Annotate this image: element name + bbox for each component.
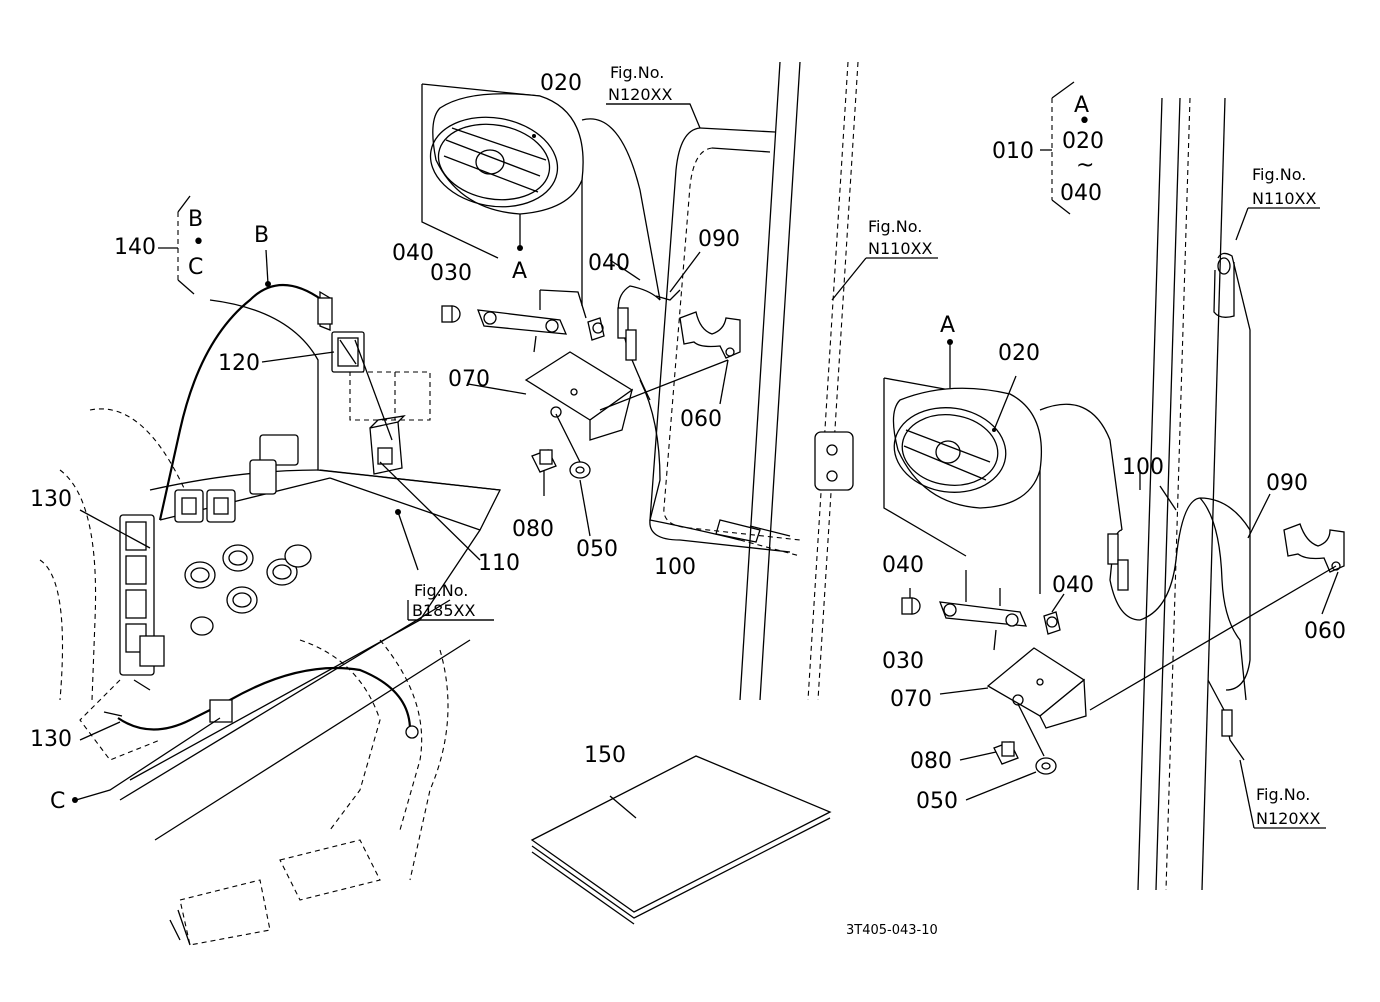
label-130-top: 130 [30, 487, 72, 512]
fig-label-n120-top: Fig.No. [610, 63, 664, 82]
label-090-top: 090 [698, 227, 740, 252]
label-100-right: 100 [1122, 455, 1164, 480]
label-010-tilde: ~ [1076, 153, 1094, 178]
label-070-top: 070 [448, 367, 490, 392]
diagram-code: 3T405-043-10 [846, 923, 938, 938]
plate-070-top [467, 335, 634, 441]
switch-column [119, 514, 155, 676]
label-060-right: 060 [1304, 619, 1346, 644]
label-010-020: 020 [1062, 129, 1104, 154]
gauge-cluster [174, 434, 312, 636]
fig-label-n110-right: Fig.No. [1252, 165, 1306, 184]
work-lamp-right [883, 339, 1123, 594]
label-090-right: 090 [1266, 471, 1308, 496]
harness-b [158, 281, 333, 521]
label-060-top: 060 [680, 407, 722, 432]
work-lamp-top [421, 83, 661, 306]
label-030-top: 030 [430, 261, 472, 286]
fig-label-n120-right: Fig.No. [1256, 785, 1310, 804]
label-140: 140 [114, 235, 156, 260]
label-070-right: 070 [890, 687, 932, 712]
label-C: C [50, 789, 65, 814]
label-040-top-left: 040 [392, 241, 434, 266]
fig-ref-b185: B185XX [412, 601, 475, 620]
lamp-bracket-top [441, 289, 605, 341]
fig-label-n110-center: Fig.No. [868, 217, 922, 236]
harness-c [103, 635, 419, 739]
operators-manual-150 [530, 755, 832, 925]
label-040-top-right: 040 [588, 251, 630, 276]
bracket-010 [1040, 81, 1075, 215]
label-080-top: 080 [512, 517, 554, 542]
fig-label-b185: Fig.No. [414, 581, 468, 600]
bracket-140 [177, 195, 195, 295]
fig-ref-frames [408, 103, 690, 621]
label-110: 110 [478, 551, 520, 576]
clamp-060-right [1089, 523, 1345, 711]
bolt-080-right [959, 741, 1019, 765]
label-A-top: A [512, 259, 527, 284]
label-020-right: 020 [998, 341, 1040, 366]
plate-070-right [939, 629, 1087, 729]
clamp-060-top [599, 311, 741, 411]
label-100-top: 100 [654, 555, 696, 580]
harness-100-top [609, 259, 801, 557]
fig-ref-n110-center: N110XX [868, 239, 932, 258]
dashboard-panel [39, 299, 501, 946]
harness-100-right [1107, 485, 1251, 761]
cab-pillar-right [1137, 97, 1251, 891]
label-010-dot: • [1078, 109, 1091, 134]
lamp-bracket-right [901, 570, 1065, 635]
leader-090-right [1247, 493, 1271, 539]
label-B: B [254, 223, 269, 248]
label-140-dot: • [192, 230, 205, 255]
label-050-right: 050 [916, 789, 958, 814]
label-A-right: A [940, 313, 955, 338]
label-120: 120 [218, 351, 260, 376]
label-030-right: 030 [882, 649, 924, 674]
label-040-right-right: 040 [1052, 573, 1094, 598]
label-010-040: 040 [1060, 181, 1102, 206]
label-010-A: A [1074, 93, 1089, 118]
label-050-top: 050 [576, 537, 618, 562]
fig-ref-n120-top: N120XX [608, 85, 672, 104]
nut-050-right [965, 703, 1057, 801]
bolt-080-top [531, 449, 557, 496]
fig-ref-n110-right: N110XX [1252, 189, 1316, 208]
label-140-B: B [188, 207, 203, 232]
label-140-C: C [188, 255, 203, 280]
label-040-right-left: 040 [882, 553, 924, 578]
label-130-bottom: 130 [30, 727, 72, 752]
nut-050-top [555, 413, 591, 537]
switch-110 [369, 415, 406, 475]
label-010: 010 [992, 139, 1034, 164]
leader-090-top [669, 251, 701, 293]
part-labels: 020 A 040 030 040 090 070 060 080 050 10… [30, 63, 1346, 938]
leader-lines-left [72, 247, 481, 803]
label-080-right: 080 [910, 749, 952, 774]
fig-ref-n120-right: N120XX [1256, 809, 1320, 828]
label-150: 150 [584, 743, 626, 768]
cab-pillar-center [649, 61, 859, 701]
label-020-top: 020 [540, 71, 582, 96]
